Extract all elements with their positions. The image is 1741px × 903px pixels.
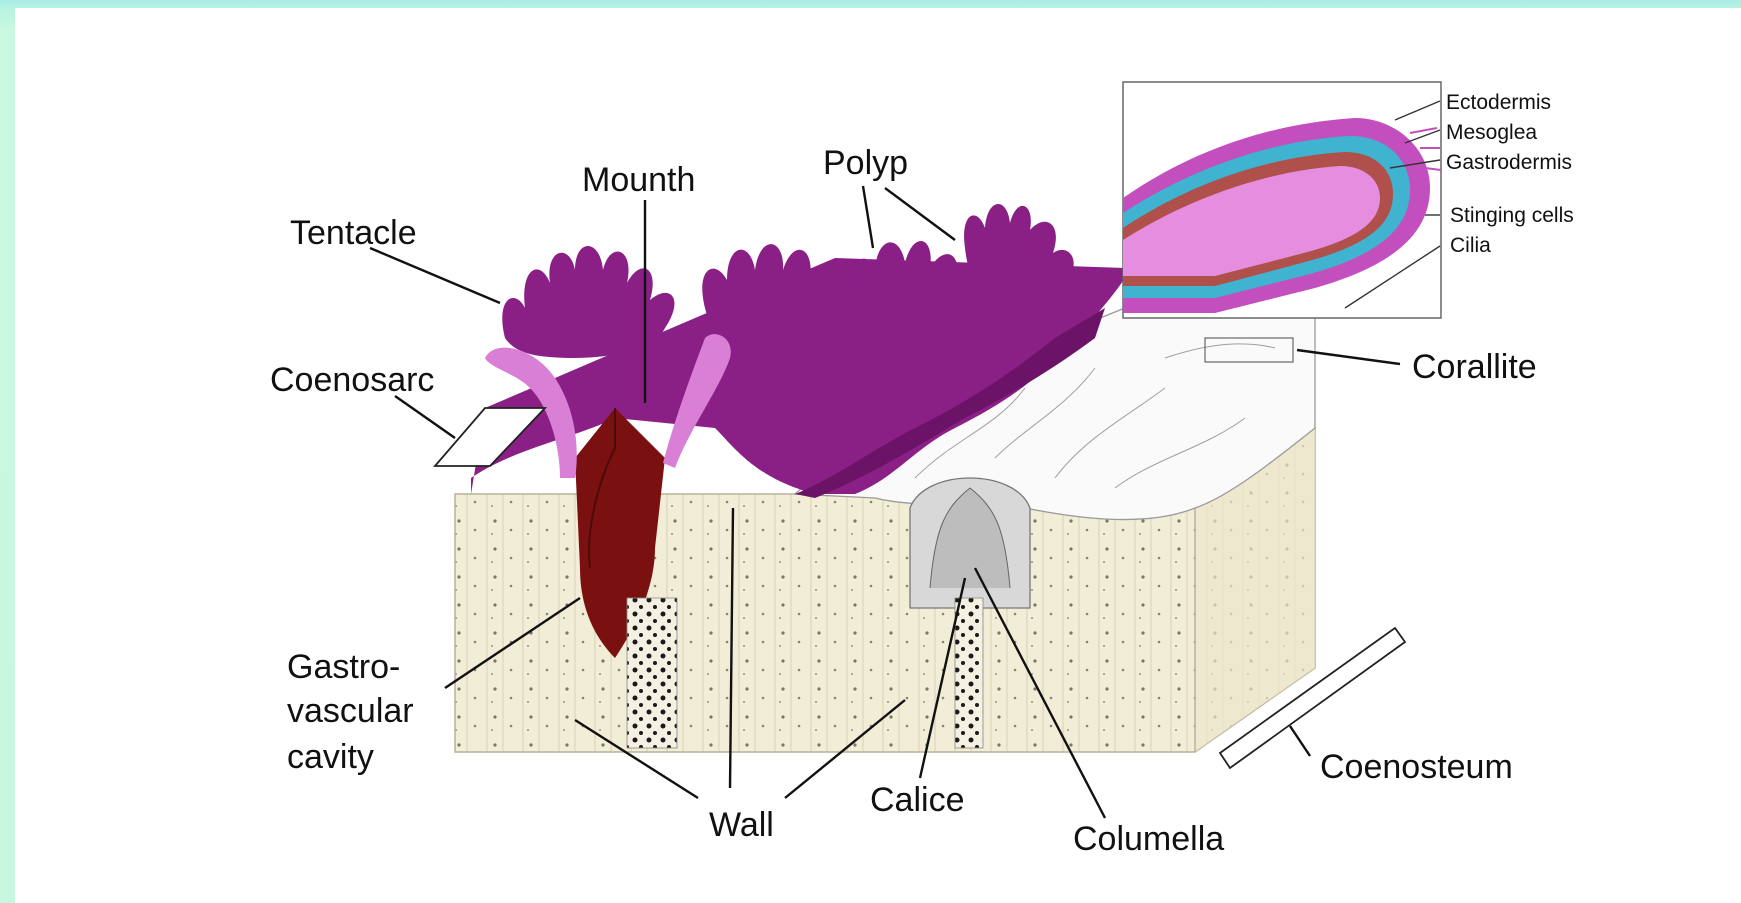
label-stinging-cells: Stinging cells	[1450, 204, 1574, 227]
label-mesoglea: Mesoglea	[1446, 121, 1537, 144]
diagram-canvas: Tentacle Mounth Polyp Coenosarc Gastro- …	[15, 8, 1741, 903]
label-columella: Columella	[1073, 820, 1224, 858]
label-coenosarc: Coenosarc	[270, 361, 434, 399]
polyp-columella	[627, 598, 677, 748]
label-gastrodermis: Gastrodermis	[1446, 151, 1572, 174]
label-polyp: Polyp	[823, 144, 908, 182]
label-tentacle: Tentacle	[290, 214, 417, 252]
label-gastro-line1: Gastro-	[287, 648, 400, 686]
label-calice: Calice	[870, 781, 964, 819]
label-gastro-line3: cavity	[287, 738, 374, 776]
label-mounth: Mounth	[582, 161, 695, 199]
label-ectodermis: Ectodermis	[1446, 91, 1551, 114]
tissue-inset	[1123, 82, 1441, 318]
label-cilia: Cilia	[1450, 234, 1491, 257]
label-corallite: Corallite	[1412, 348, 1537, 386]
coral-anatomy-diagram: Tentacle Mounth Polyp Coenosarc Gastro- …	[15, 8, 1741, 903]
label-gastro-line2: vascular	[287, 692, 414, 730]
label-wall: Wall	[709, 806, 774, 844]
label-coenosteum: Coenosteum	[1320, 748, 1513, 786]
